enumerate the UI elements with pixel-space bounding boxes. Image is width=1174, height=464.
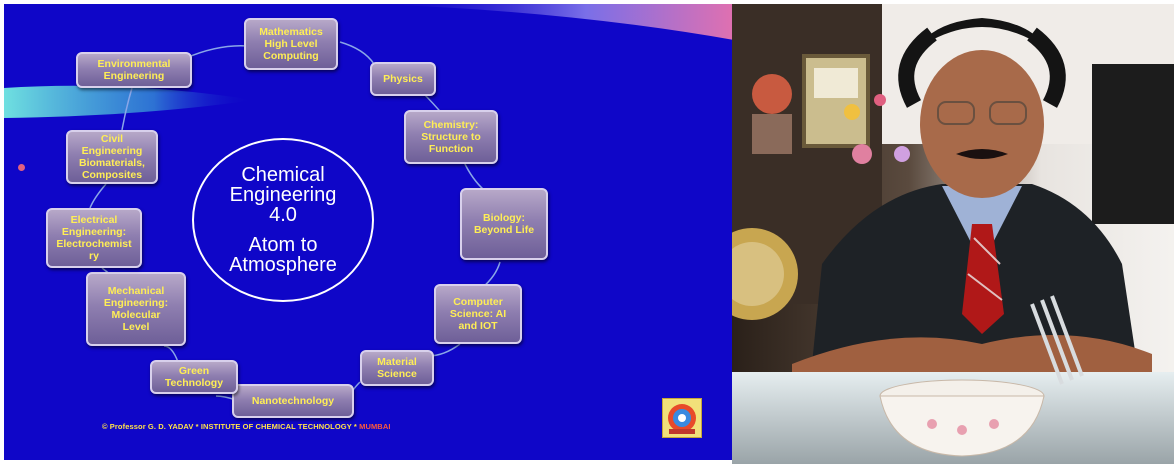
node-mechanical-engineering: Mechanical Engineering: Molecular Level <box>86 272 186 346</box>
node-mathematics: Mathematics High Level Computing <box>244 18 338 70</box>
node-nanotechnology: Nanotechnology <box>232 384 354 418</box>
node-green-technology: Green Technology <box>150 360 238 394</box>
portrait-photo <box>732 4 1174 464</box>
mustache <box>956 149 1008 159</box>
node-biology: Biology: Beyond Life <box>460 188 548 260</box>
node-computer-science: Computer Science: AI and IOT <box>434 284 522 344</box>
bullet-dot <box>18 164 25 171</box>
footer-text: © Professor G. D. YADAV * INSTITUTE OF C… <box>102 422 357 431</box>
node-electrical-engineering: Electrical Engineering: Electrochemist r… <box>46 208 142 268</box>
presentation-slide: Chemical Engineering 4.0 Atom to Atmosph… <box>4 4 734 460</box>
central-topic-circle: Chemical Engineering 4.0 Atom to Atmosph… <box>192 138 374 302</box>
tie <box>962 224 1004 334</box>
node-chemistry: Chemistry: Structure to Function <box>404 110 498 164</box>
node-civil-engineering: Civil Engineering Biomaterials, Composit… <box>66 130 158 184</box>
pens <box>1030 295 1084 385</box>
node-material-science: Material Science <box>360 350 434 386</box>
center-line-3: 4.0 <box>269 204 297 226</box>
institute-logo <box>662 398 702 438</box>
swoosh-left <box>4 85 254 118</box>
node-physics: Physics <box>370 62 436 96</box>
swoosh-top-right <box>364 4 734 40</box>
center-line-1: Chemical <box>241 164 325 186</box>
face <box>920 50 1044 198</box>
footer-city: MUMBAI <box>359 422 391 431</box>
center-line-5: Atmosphere <box>229 254 337 276</box>
slide-footer: © Professor G. D. YADAV * INSTITUTE OF C… <box>102 422 391 431</box>
center-line-4: Atom to <box>248 234 318 256</box>
center-line-2: Engineering <box>229 184 337 206</box>
logo-emblem-icon <box>668 404 696 434</box>
figurine <box>752 74 792 114</box>
portrait-illustration <box>732 4 1174 464</box>
node-environmental-engineering: Environmental Engineering <box>76 52 192 88</box>
